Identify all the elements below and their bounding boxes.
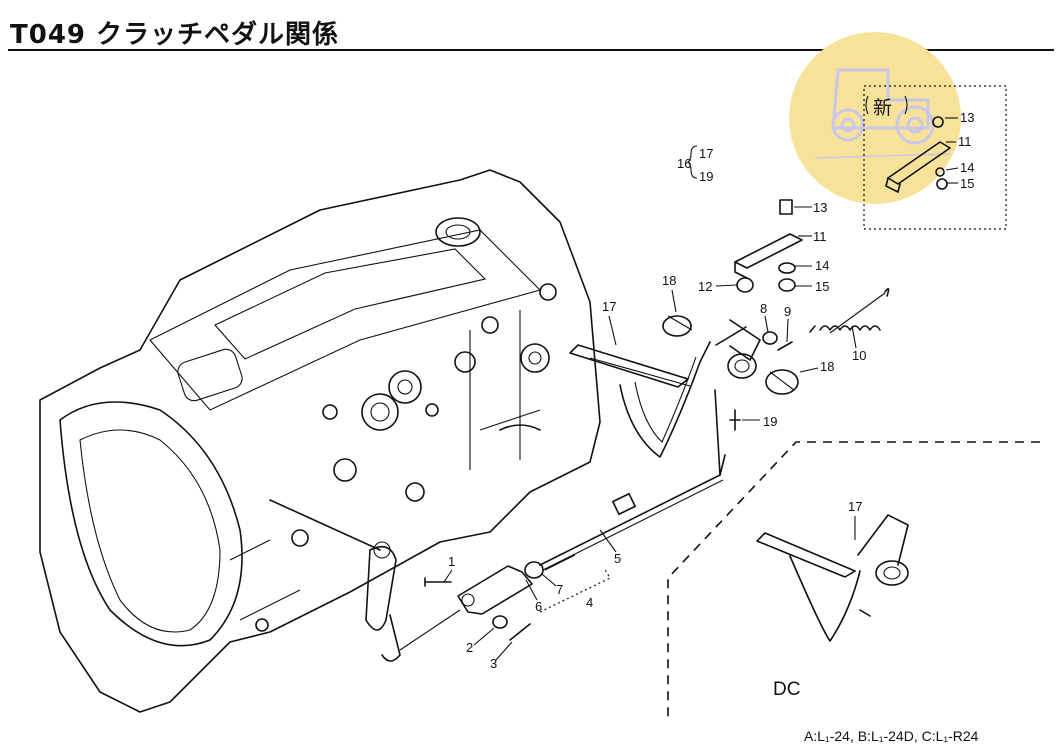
callout-18-left: 18 xyxy=(662,273,676,288)
callout-15: 15 xyxy=(815,279,829,294)
inset-callout-11: 11 xyxy=(958,134,972,149)
callout-19: 19 xyxy=(763,414,777,429)
title-divider xyxy=(8,49,1054,51)
callouts: 1 2 3 4 5 6 7 8 9 10 11 12 13 14 15 16 1… xyxy=(443,110,974,671)
transmission-housing xyxy=(39,169,601,713)
callout-7: 7 xyxy=(556,582,563,597)
callout-14: 14 xyxy=(815,258,829,273)
callout-13: 13 xyxy=(813,200,827,215)
callout-16: 16 xyxy=(677,156,691,171)
clutch-pedal-assembly xyxy=(569,199,890,476)
callout-16-19: 19 xyxy=(699,169,713,184)
inset-callout-13: 13 xyxy=(960,110,974,125)
callout-9: 9 xyxy=(784,304,791,319)
callout-8: 8 xyxy=(760,301,767,316)
callout-18-right: 18 xyxy=(820,359,834,374)
clutch-rod-assembly xyxy=(399,454,726,651)
callout-11: 11 xyxy=(813,229,827,244)
callout-10: 10 xyxy=(852,348,866,363)
callout-16-17: 17 xyxy=(699,146,713,161)
dc-label: DC xyxy=(773,679,800,700)
callout-3: 3 xyxy=(490,656,497,671)
callout-17: 17 xyxy=(602,299,616,314)
inset-callout-15: 15 xyxy=(960,176,974,191)
dc-variant-panel: DC xyxy=(667,441,1040,722)
inset-callout-14: 14 xyxy=(960,160,974,175)
callout-4: 4 xyxy=(586,595,593,610)
watermark-logo xyxy=(789,32,961,204)
page-title: T049 クラッチペダル関係 xyxy=(10,20,340,50)
new-type-inset: 新 xyxy=(863,85,1007,230)
callout-2: 2 xyxy=(466,640,473,655)
callout-17-dc: 17 xyxy=(848,499,862,514)
callout-5: 5 xyxy=(614,551,621,566)
model-footnote: A:L₁-24, B:L₁-24D, C:L₁-R24 xyxy=(804,728,979,744)
new-badge: 新 xyxy=(873,97,892,119)
callout-6: 6 xyxy=(535,599,542,614)
callout-12: 12 xyxy=(698,279,712,294)
callout-1: 1 xyxy=(448,554,455,569)
